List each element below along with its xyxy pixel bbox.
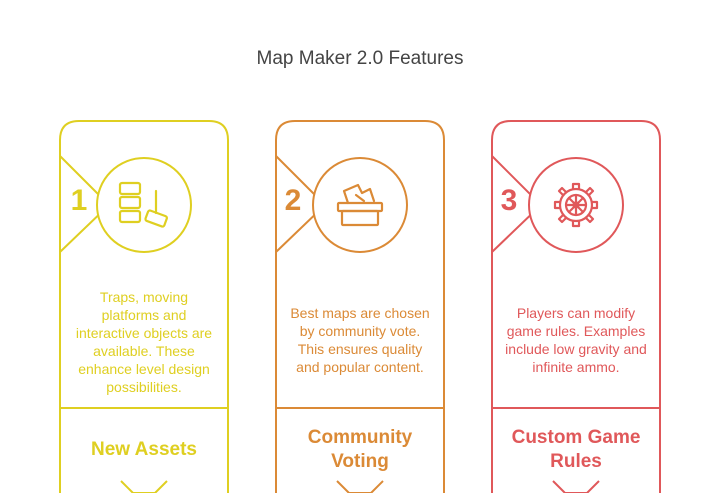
feature-card-new-assets: 1 Traps, moving platforms and interactiv… — [59, 120, 229, 493]
feature-label: Community Voting — [307, 427, 413, 472]
step-number: 2 — [284, 184, 302, 217]
step-number: 3 — [500, 184, 518, 217]
card-frame — [59, 120, 229, 493]
feature-label: Custom Game Rules — [511, 427, 641, 472]
feature-card-custom-game-rules: 3 Players can modify game rules. Example… — [491, 120, 661, 493]
feature-card-community-voting: 2 Best maps are chosen by community vote… — [275, 120, 445, 493]
card-frame — [275, 120, 445, 493]
feature-label: New Assets — [91, 439, 197, 460]
feature-description: Best maps are chosen by community vote. … — [290, 305, 430, 375]
gear-icon — [553, 182, 599, 228]
feature-description: Traps, moving platforms and interactive … — [75, 289, 213, 395]
step-number: 1 — [70, 184, 88, 217]
feature-description: Players can modify game rules. Examples … — [505, 305, 647, 375]
page-title: Map Maker 2.0 Features — [256, 48, 464, 69]
blocks-and-hammer-icon — [118, 181, 168, 228]
ballot-box-icon — [336, 183, 384, 227]
